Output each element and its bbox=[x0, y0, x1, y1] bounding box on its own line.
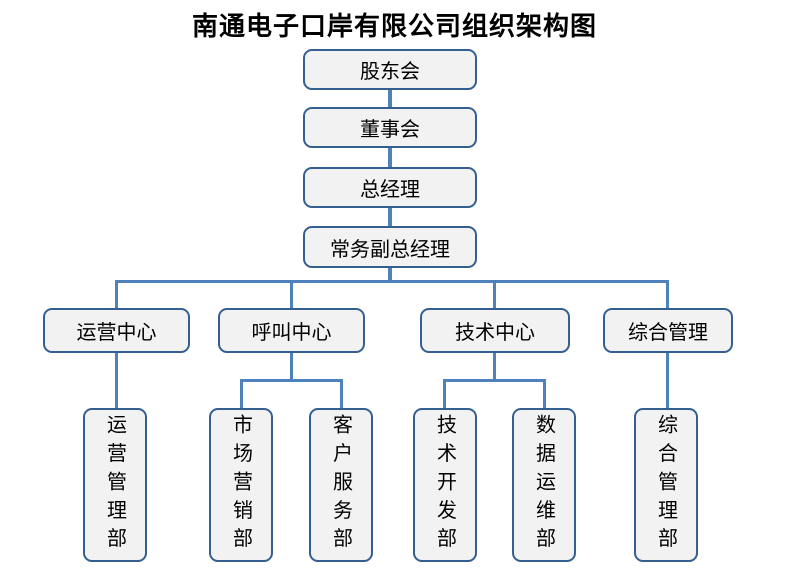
node-label: 运营中心 bbox=[76, 322, 157, 344]
node-label: 客户服务部 bbox=[329, 414, 352, 556]
node-tech-development-dept: 技术开发部 bbox=[413, 408, 477, 562]
node-shareholders-meeting: 股东会 bbox=[303, 49, 477, 90]
node-marketing-dept: 市场营销部 bbox=[209, 408, 273, 562]
node-label: 呼叫中心 bbox=[251, 322, 332, 344]
node-operations-center: 运营中心 bbox=[43, 308, 190, 353]
chart-title: 南通电子口岸有限公司组织架构图 bbox=[191, 12, 597, 41]
node-label: 股东会 bbox=[360, 61, 420, 83]
connector-drop-general bbox=[666, 280, 669, 308]
node-customer-service-dept: 客户服务部 bbox=[309, 408, 373, 562]
connector-tech-stem bbox=[493, 353, 496, 381]
connector-chain-3 bbox=[388, 207, 392, 227]
node-label: 市场营销部 bbox=[229, 414, 252, 556]
node-general-management-dept: 综合管理部 bbox=[634, 408, 698, 562]
node-label: 数据运维部 bbox=[532, 414, 555, 556]
connector-drop-call bbox=[290, 280, 293, 308]
connector-chain-1 bbox=[388, 89, 392, 108]
node-label: 综合管理部 bbox=[654, 414, 677, 556]
node-label: 运营管理部 bbox=[103, 414, 126, 556]
node-label: 董事会 bbox=[360, 119, 420, 141]
connector-drop-marketing bbox=[240, 379, 243, 408]
node-general-manager: 总经理 bbox=[303, 167, 477, 208]
connector-drop-customer-service bbox=[340, 379, 343, 408]
node-call-center: 呼叫中心 bbox=[218, 308, 365, 353]
connector-tech-branch bbox=[443, 379, 546, 382]
connector-drop-data-operations bbox=[543, 379, 546, 408]
node-label: 技术开发部 bbox=[433, 414, 456, 556]
node-label: 技术中心 bbox=[455, 322, 535, 344]
connector-distributor bbox=[115, 280, 669, 283]
connector-drop-operations bbox=[115, 280, 118, 308]
node-label: 常务副总经理 bbox=[330, 238, 450, 261]
connector-call-stem bbox=[290, 353, 293, 381]
node-label: 综合管理 bbox=[628, 322, 708, 344]
node-technology-center: 技术中心 bbox=[420, 308, 570, 353]
node-data-operations-dept: 数据运维部 bbox=[512, 408, 576, 562]
connector-operations-dept bbox=[115, 353, 118, 408]
connector-call-branch bbox=[240, 379, 343, 382]
connector-drop-tech-development bbox=[443, 379, 446, 408]
connector-drop-technology bbox=[493, 280, 496, 308]
connector-general-dept bbox=[666, 353, 669, 408]
connector-chain-4 bbox=[388, 267, 392, 283]
node-label: 总经理 bbox=[360, 179, 420, 201]
node-general-management: 综合管理 bbox=[603, 308, 733, 353]
node-operations-management-dept: 运营管理部 bbox=[83, 408, 147, 562]
connector-chain-2 bbox=[388, 147, 392, 168]
node-executive-deputy-gm: 常务副总经理 bbox=[303, 226, 477, 268]
node-board-of-directors: 董事会 bbox=[303, 107, 477, 148]
